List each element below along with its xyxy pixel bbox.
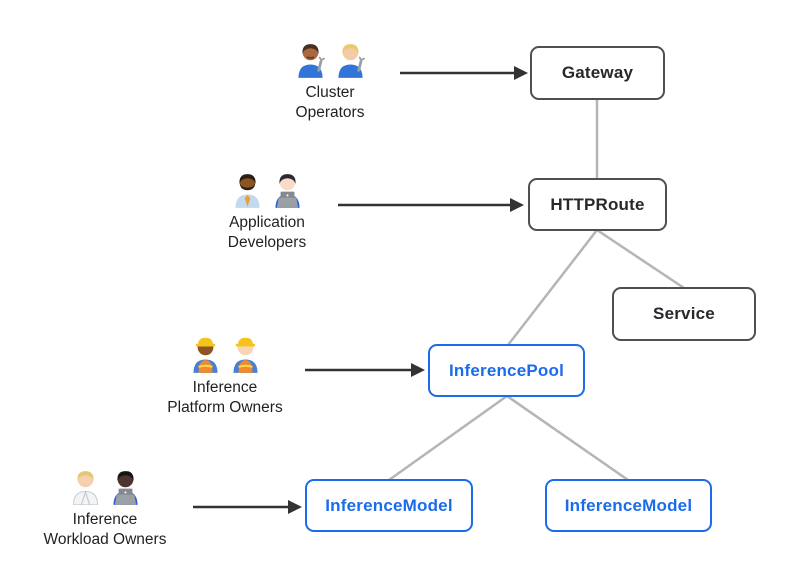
persona-label-line: Developers — [227, 234, 307, 252]
persona-inference-platform-owners: Inference Platform Owners — [130, 332, 320, 419]
node-inferencepool: InferencePool — [428, 344, 585, 397]
persona-label-line: Platform Owners — [167, 399, 283, 417]
edge-inferencepool-inferencemodel-left — [388, 394, 508, 482]
node-gateway-label: Gateway — [561, 63, 634, 82]
persona-cluster-operators-label: Cluster Operators — [235, 83, 425, 124]
node-inferencepool-label: InferencePool — [448, 360, 565, 380]
woman-mechanic-icon — [337, 44, 365, 78]
node-inferencemodel-right-label: InferenceModel — [564, 495, 693, 515]
man-technologist-icon — [112, 471, 138, 505]
man-mechanic-icon — [297, 44, 325, 78]
developers-icon — [172, 167, 362, 208]
persona-inference-workload-owners: Inference Workload Owners — [10, 464, 200, 551]
edge-httproute-inferencepool — [507, 229, 598, 346]
persona-label-line: Inference — [72, 511, 138, 528]
edge-httproute-service — [596, 228, 685, 290]
persona-cluster-operators: Cluster Operators — [235, 37, 425, 124]
persona-label-line: Application — [229, 214, 305, 231]
persona-label-line: Inference — [192, 379, 258, 396]
node-service-label: Service — [653, 304, 715, 323]
woman-technologist-icon — [274, 174, 300, 208]
edge-inferencepool-inferencemodel-right — [506, 394, 629, 482]
node-inferencemodel-left: InferenceModel — [305, 479, 473, 532]
persona-inference-workload-owners-label: Inference Workload Owners — [10, 510, 200, 551]
persona-inference-platform-owners-label: Inference Platform Owners — [130, 378, 320, 419]
persona-label-line: Workload Owners — [43, 531, 167, 549]
node-inferencemodel-right: InferenceModel — [545, 479, 712, 532]
persona-application-developers-label: Application Developers — [172, 213, 362, 254]
node-httproute-label: HTTPRoute — [550, 194, 645, 214]
persona-label-line: Operators — [295, 104, 365, 122]
man-construction-worker-icon — [232, 337, 258, 373]
mechanics-icon — [235, 37, 425, 78]
node-service: Service — [612, 287, 756, 341]
node-inferencemodel-left-label: InferenceModel — [325, 495, 453, 515]
persona-application-developers: Application Developers — [172, 167, 362, 254]
person-scientist-icon — [72, 471, 98, 505]
node-gateway: Gateway — [530, 46, 665, 100]
man-office-worker-icon — [234, 174, 260, 208]
woman-construction-worker-icon — [192, 337, 218, 373]
construction-workers-icon — [130, 332, 320, 373]
persona-label-line: Cluster — [305, 84, 355, 101]
node-httproute: HTTPRoute — [528, 178, 667, 231]
workload-owners-icon — [10, 464, 200, 505]
